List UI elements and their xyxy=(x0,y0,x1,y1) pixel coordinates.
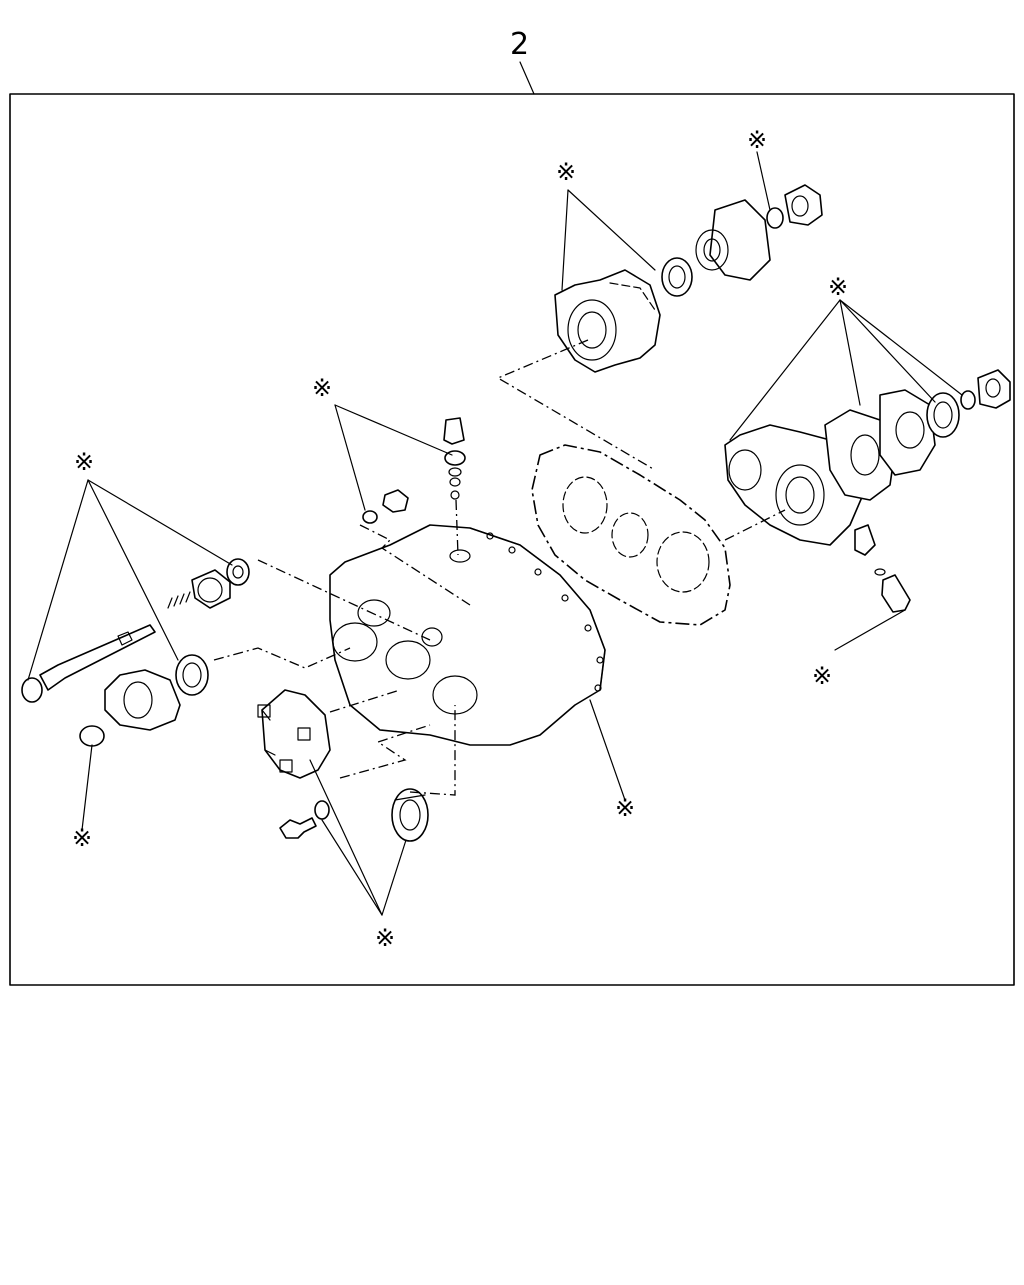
rear-retainer xyxy=(879,389,936,476)
pump-washer xyxy=(314,800,330,820)
kit-marker: ※ xyxy=(811,662,833,690)
input-retainer xyxy=(104,669,181,731)
filler-bolt xyxy=(362,489,409,524)
front-bearing xyxy=(661,257,693,297)
rear-oil-seal xyxy=(926,392,960,438)
rear-case-oil-seal xyxy=(391,788,429,842)
kit-marker: ※ xyxy=(555,158,577,186)
shaft-o-ring xyxy=(21,677,43,703)
front-companion-flange xyxy=(695,199,771,281)
rear-o-ring xyxy=(960,390,976,410)
front-o-ring xyxy=(766,207,784,229)
pump-bolt xyxy=(279,817,317,839)
kit-marker: ※ xyxy=(614,794,636,822)
oil-pump-cover xyxy=(257,689,331,779)
kit-marker: ※ xyxy=(73,448,95,476)
assembly-callout-line xyxy=(519,61,535,95)
kit-marker: ※ xyxy=(827,273,849,301)
spring xyxy=(167,591,191,609)
input-oil-seal xyxy=(175,654,209,696)
front-lock-nut xyxy=(784,184,823,226)
transfer-case-housing xyxy=(329,524,606,746)
assembly-number-label: 2 xyxy=(510,27,530,62)
front-output-housing xyxy=(554,269,661,373)
kit-marker: ※ xyxy=(311,374,333,402)
bushing xyxy=(226,558,250,586)
kit-marker: ※ xyxy=(71,824,93,852)
kit-marker: ※ xyxy=(374,924,396,952)
rear-lock-nut xyxy=(977,369,1011,409)
assembly-frame xyxy=(9,93,1015,986)
input-shaft xyxy=(39,624,156,691)
leader-lines xyxy=(27,151,963,916)
pilot-bearing xyxy=(191,569,231,609)
retainer-o-ring xyxy=(79,725,105,747)
kit-marker: ※ xyxy=(746,126,768,154)
drain-plug xyxy=(443,417,466,500)
speed-sensor xyxy=(854,524,911,613)
case-gasket-plate xyxy=(531,444,731,626)
assembly-center-lines xyxy=(213,339,786,796)
rear-cover-plate xyxy=(824,409,896,501)
